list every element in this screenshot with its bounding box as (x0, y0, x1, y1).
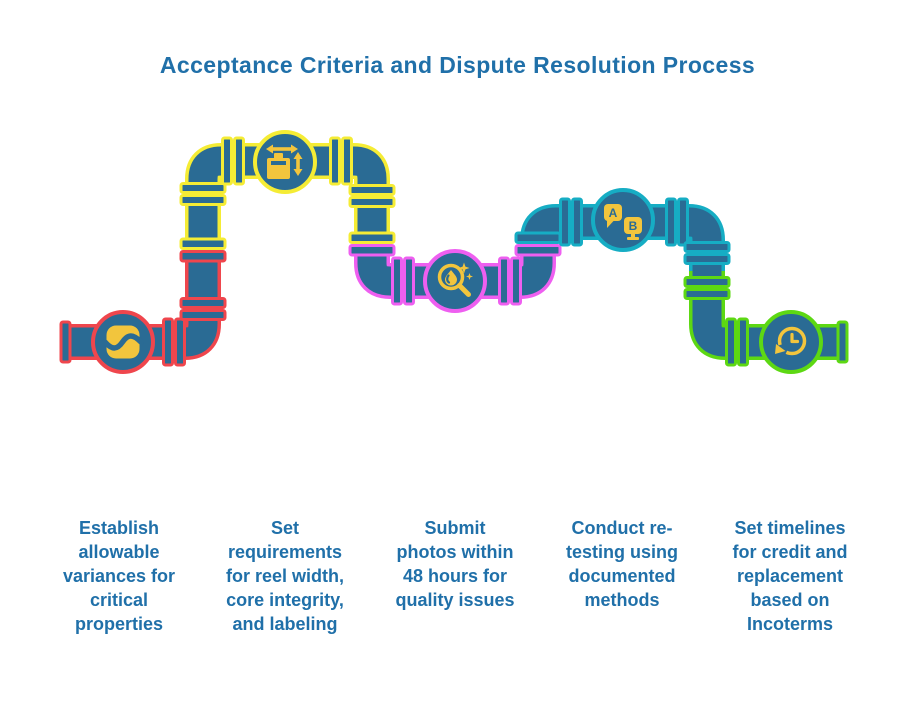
tolerance-variance-icon (102, 325, 144, 359)
pipe-endcap-left (59, 320, 72, 364)
pipe-endcap-right (836, 320, 849, 364)
pipe-node-2 (253, 130, 317, 194)
svg-text:B: B (629, 219, 638, 233)
svg-text:A: A (609, 206, 618, 220)
history-clock-icon (774, 326, 807, 359)
quality-inspection-icon (437, 262, 473, 297)
pipe-node-3 (423, 249, 487, 313)
pipe-coupling (162, 136, 749, 367)
step-label-set-timelines: Set timelines for credit and replacement… (732, 518, 848, 634)
pipe-node-5 (759, 310, 823, 374)
pipe-segment-5 (689, 271, 842, 360)
step-label-set-reel-requirements: Set requirements for reel width, core in… (225, 518, 344, 634)
pipe-node-4: A B (591, 188, 655, 252)
step-label-establish-variances: Establish allowable variances for critic… (62, 518, 176, 634)
package-dimensions-icon (266, 144, 303, 179)
step-label-conduct-retesting: Conduct re- testing using documented met… (566, 518, 678, 610)
pipe-node-1 (91, 310, 155, 374)
ab-comparison-icon: A B (604, 204, 642, 240)
step-label-submit-photos: Submit photos within 48 hours for qualit… (395, 518, 515, 610)
page-title: Acceptance Criteria and Dispute Resoluti… (159, 52, 756, 78)
